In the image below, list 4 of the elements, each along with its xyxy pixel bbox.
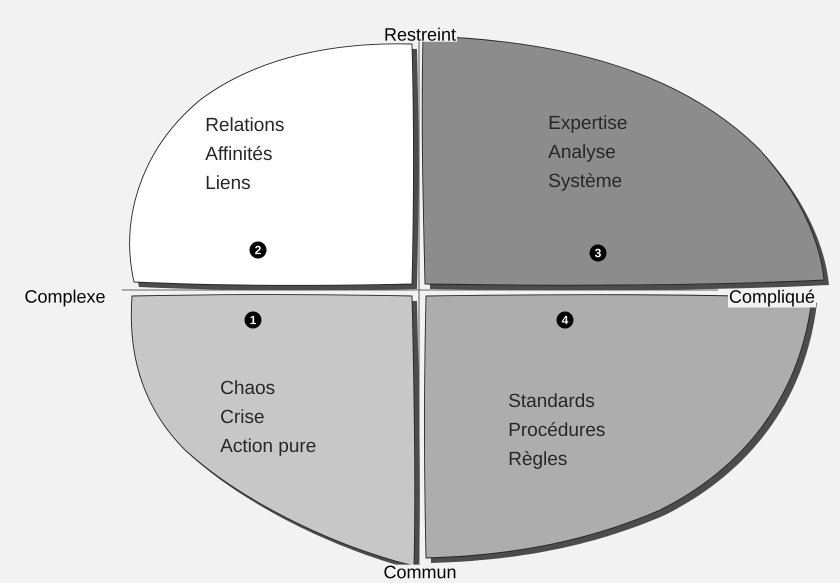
axis-label: Restreint bbox=[383, 26, 458, 42]
axis-label: Commun bbox=[382, 564, 458, 580]
axis-label: Complexe bbox=[24, 288, 107, 308]
axis-label: Compliqué bbox=[728, 288, 816, 308]
